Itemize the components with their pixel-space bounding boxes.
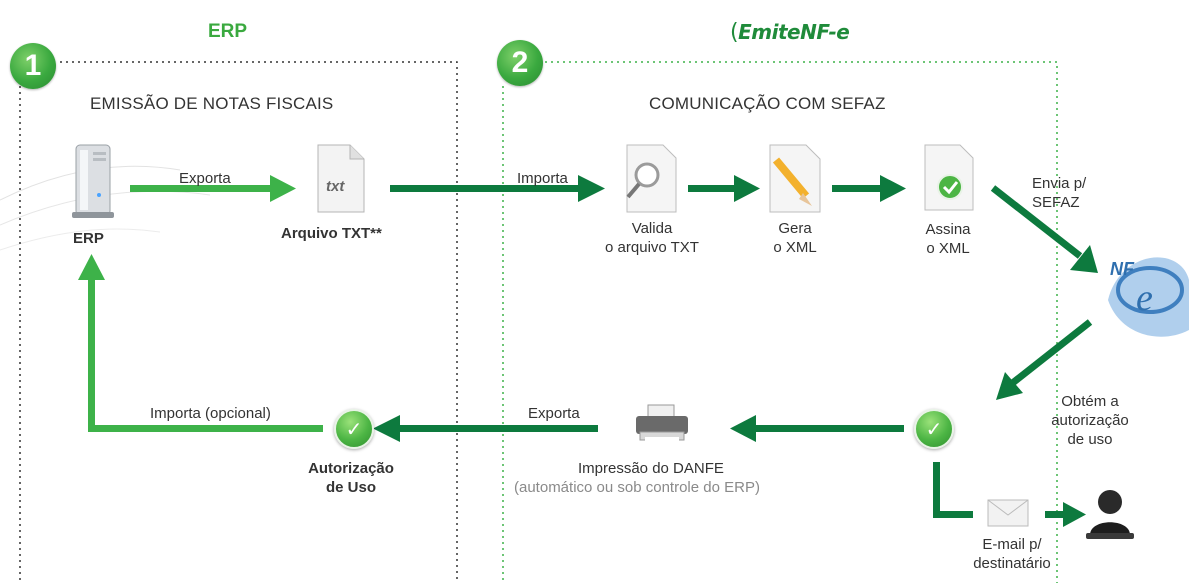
- txt-file-text: txt: [326, 178, 345, 195]
- check-icon: ✓: [914, 409, 954, 449]
- edge-label-envia-sefaz: Envia p/ SEFAZ: [1032, 174, 1086, 212]
- pencil-file-icon: [769, 144, 821, 213]
- server-icon: [72, 144, 114, 218]
- node-label-autorizacao: Autorização de Uso: [296, 459, 406, 497]
- arrow-exporta-bottom: [373, 415, 598, 442]
- nfe-logo-icon: NF e: [1108, 257, 1189, 337]
- section-1-border: [19, 61, 458, 583]
- autorizacao-line2: de Uso: [325, 479, 376, 496]
- gera-line1: Gera: [778, 220, 812, 237]
- node-label-gera: Gera o XML: [765, 219, 825, 257]
- node-label-arquivo-txt: Arquivo TXT**: [281, 225, 382, 242]
- logo-part2: NF-e: [800, 20, 850, 44]
- autorizacao-line1: Autorização: [308, 460, 394, 477]
- logo-ring-icon: (: [730, 20, 739, 45]
- node-label-impressao-note: (automático ou sob controle do ERP): [514, 479, 760, 496]
- assina-line1: Assina: [925, 221, 971, 238]
- section-1-title: EMISSÃO DE NOTAS FISCAIS: [90, 94, 334, 113]
- envia-line2: SEFAZ: [1032, 194, 1080, 211]
- svg-text:NF: NF: [1110, 259, 1135, 279]
- emitenfe-logo: (EmiteNF-e: [730, 20, 850, 45]
- erp-header-title: ERP: [208, 21, 248, 42]
- arrow-importa-top: [390, 175, 605, 202]
- email-line2: destinatário: [973, 555, 1051, 572]
- node-label-assina: Assina o XML: [918, 220, 978, 258]
- section-2-border: [502, 61, 1058, 583]
- valida-line2: o arquivo TXT: [605, 239, 699, 256]
- txt-file-icon: [317, 144, 365, 213]
- arrow-check-printer: [730, 415, 904, 442]
- magnifier-file-icon: [626, 144, 677, 213]
- arrow-email-destinatario: [1045, 502, 1086, 527]
- arrow-gera-assina: [832, 175, 906, 202]
- edge-label-importa-top: Importa: [517, 170, 568, 187]
- arrow-obtem-autorizacao: [996, 319, 1093, 400]
- edge-label-importa-opcional: Importa (opcional): [150, 405, 271, 422]
- section-1-number: 1: [10, 43, 56, 89]
- arrow-exporta-top: [130, 175, 296, 202]
- obtem-line3: de uso: [1067, 431, 1113, 448]
- edge-label-exporta-top: Exporta: [179, 170, 231, 187]
- envia-line1: Envia p/: [1032, 175, 1087, 192]
- section-2-title: COMUNICAÇÃO COM SEFAZ: [649, 94, 886, 113]
- envelope-icon: [987, 499, 1029, 527]
- arrow-valida-gera: [688, 175, 760, 202]
- checked-file-icon: [924, 144, 974, 211]
- logo-part1: Emite: [738, 20, 801, 44]
- edge-label-obtem: Obtém a autorização de uso: [1040, 392, 1140, 449]
- arrow-envia-sefaz: [990, 185, 1098, 273]
- obtem-line2: autorização: [1051, 412, 1129, 429]
- email-line1: E-mail p/: [982, 536, 1042, 553]
- check-icon: ✓: [334, 409, 374, 449]
- obtem-line1: Obtém a: [1061, 393, 1119, 410]
- edge-label-exporta-bottom: Exporta: [528, 405, 580, 422]
- valida-line1: Valida: [631, 220, 673, 237]
- arrow-email-connector: [933, 462, 973, 518]
- section-2-number: 2: [497, 40, 543, 86]
- assina-line2: o XML: [926, 240, 970, 257]
- node-label-erp: ERP: [73, 230, 104, 247]
- gera-line2: o XML: [773, 239, 817, 256]
- svg-text:e: e: [1136, 277, 1153, 319]
- printer-icon: [636, 404, 688, 441]
- arrow-importa-opcional: [78, 254, 323, 432]
- node-label-email: E-mail p/ destinatário: [962, 535, 1062, 573]
- person-icon: [1086, 490, 1134, 539]
- node-label-valida: Valida o arquivo TXT: [592, 219, 712, 257]
- node-label-impressao: Impressão do DANFE: [578, 460, 724, 477]
